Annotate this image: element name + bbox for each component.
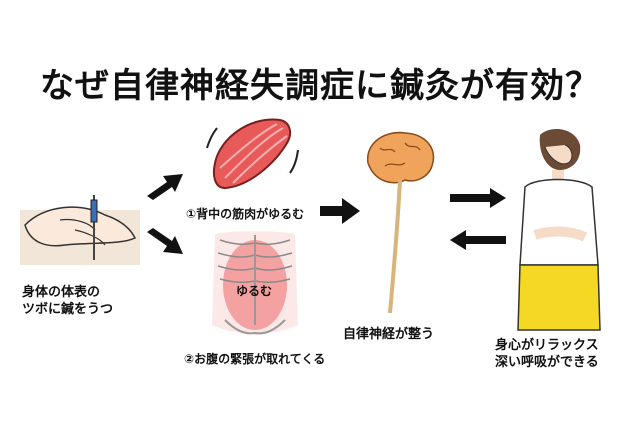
acupoint-label-1: 身体の体表の [22,285,101,300]
belly-relax-label: ゆるむ [236,284,273,298]
relax-label-2: 深い呼吸ができる [495,355,599,370]
arrow-right-icon [320,198,360,224]
arrow-right-double-icon [450,188,506,208]
woman-relaxing-illustration [517,129,601,331]
nerves-balanced-label: 自律神経が整う [343,327,435,342]
acupoint-label-2: ツボに鍼をうつ [22,302,114,317]
back-muscle-label: ①背中の筋肉がゆるむ [186,207,305,221]
abdomen-illustration [212,231,298,335]
abdomen-tension-label: ②お腹の緊張が取れてくる [184,352,326,366]
relax-label-1: 身心がリラックス [495,338,599,353]
hand-needle-illustration [20,195,140,265]
brain-illustration [367,131,435,314]
back-muscle-illustration [206,118,299,190]
arrow-down-right-icon [147,228,183,254]
arrow-left-double-icon [450,230,506,250]
page-title: なぜ自律神経失調症に鍼灸が有効？ [40,66,600,106]
arrow-up-right-icon [147,174,183,200]
